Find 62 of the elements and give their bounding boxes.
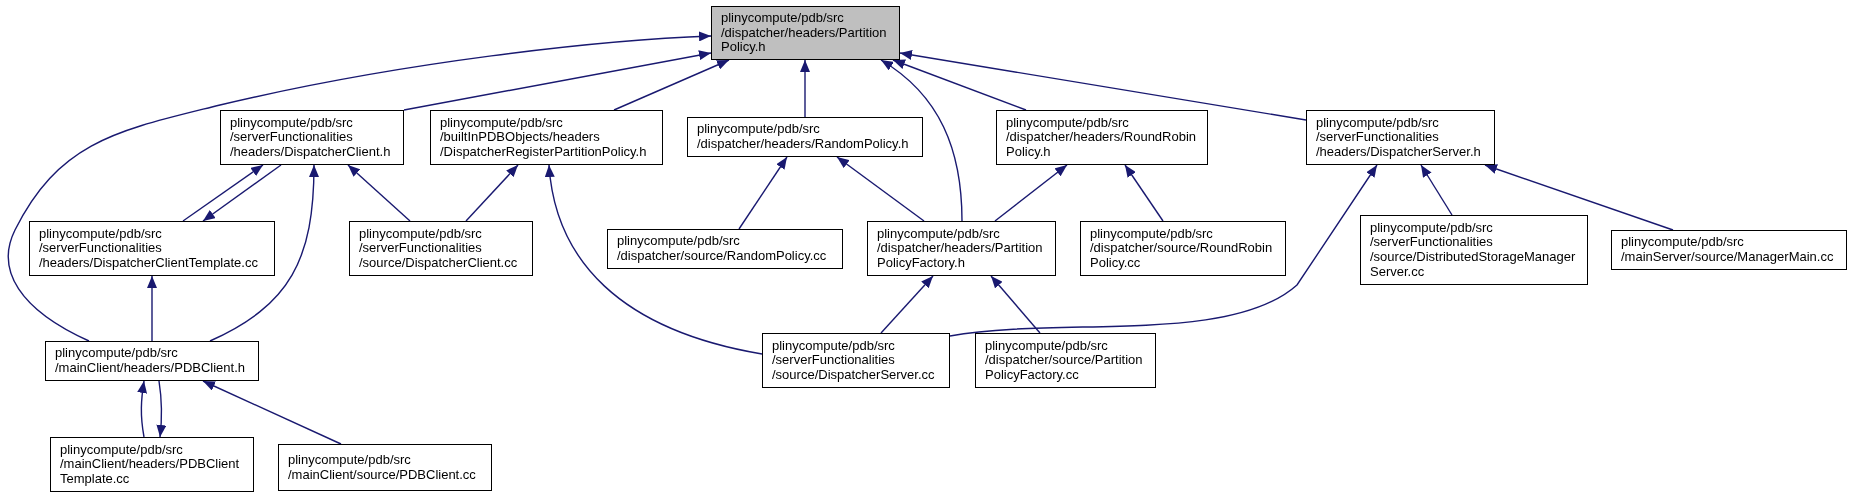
arrow [202,164,282,222]
file-path: plinycompute/pdb/src /mainClient/source/PDBClient.cc [288,452,477,483]
file-box [220,110,404,165]
file-path: plinycompute/pdb/src /serverFunctionalities /headers/DispatcherClient.h [230,115,392,160]
arrow [880,59,963,222]
arrow [892,59,1027,111]
file-box [867,221,1056,276]
file-path: plinycompute/pdb/src /dispatcher/source/Partition PolicyFactory.cc [985,338,1144,383]
file-box [996,110,1208,165]
arrow [202,380,342,445]
arrow [137,380,148,438]
file-box [975,333,1156,388]
file-path: plinycompute/pdb/src /builtInPDBObjects/headers /DispatcherRegisterPartitionPolicy.h [440,115,648,160]
arrow [1484,164,1674,231]
file-path: plinycompute/pdb/src /dispatcher/source/RoundRobin Policy.cc [1090,226,1274,271]
arrow [182,164,264,222]
file-box [762,333,950,388]
arrow [990,275,1041,334]
file-box [1611,230,1847,270]
file-path: plinycompute/pdb/src /dispatcher/headers/Partition PolicyFactory.h [877,226,1044,271]
file-box [607,229,843,269]
arrow [7,31,712,342]
file-path: plinycompute/pdb/src /mainClient/headers/PDBClient Template.cc [60,442,241,487]
file-box [430,110,663,165]
arrow [994,164,1068,222]
arrow [738,156,788,230]
file-path: plinycompute/pdb/src /serverFunctionalities /source/DispatcherClient.cc [359,226,519,271]
file-path: plinycompute/pdb/src /dispatcher/headers/RoundRobin Policy.h [1006,115,1198,160]
file-box [687,117,923,157]
arrow [545,164,763,355]
file-box [1306,110,1495,165]
arrow [1420,164,1453,216]
arrow [899,50,1307,121]
file-path: plinycompute/pdb/src /serverFunctionalities /headers/DispatcherServer.h [1316,115,1482,160]
file-box [711,6,900,60]
arrow [147,275,157,342]
file-box [349,221,533,276]
file-box [1080,221,1286,276]
arrow [156,380,167,438]
arrow [209,164,319,342]
arrow [403,50,712,111]
file-box [50,437,254,492]
file-box [29,221,275,276]
arrow [800,59,810,118]
arrow [836,156,925,222]
arrow [347,164,411,222]
file-path: plinycompute/pdb/src /serverFunctionalities /source/DistributedStorageManager Server.cc [1370,220,1577,280]
arrow [1124,164,1164,222]
file-path: plinycompute/pdb/src /serverFunctionalities /source/DispatcherServer.cc [772,338,936,383]
arrow [880,275,934,334]
file-box [278,444,492,491]
file-path: plinycompute/pdb/src /mainClient/headers/PDBClient.h [55,346,247,376]
arrow [613,59,730,111]
file-path: plinycompute/pdb/src /dispatcher/headers/RandomPolicy.h [697,122,910,152]
file-path: plinycompute/pdb/src /mainServer/source/ManagerMain.cc [1621,235,1835,265]
file-path: plinycompute/pdb/src /dispatcher/source/RandomPolicy.cc [617,234,828,264]
file-path: plinycompute/pdb/src /dispatcher/headers/Partition Policy.h [721,11,888,55]
arrow [949,164,1378,337]
file-box [1360,215,1588,285]
arrow [465,164,519,222]
file-box [45,341,259,381]
file-path: plinycompute/pdb/src /serverFunctionalities /headers/DispatcherClientTemplate.cc [39,226,259,271]
